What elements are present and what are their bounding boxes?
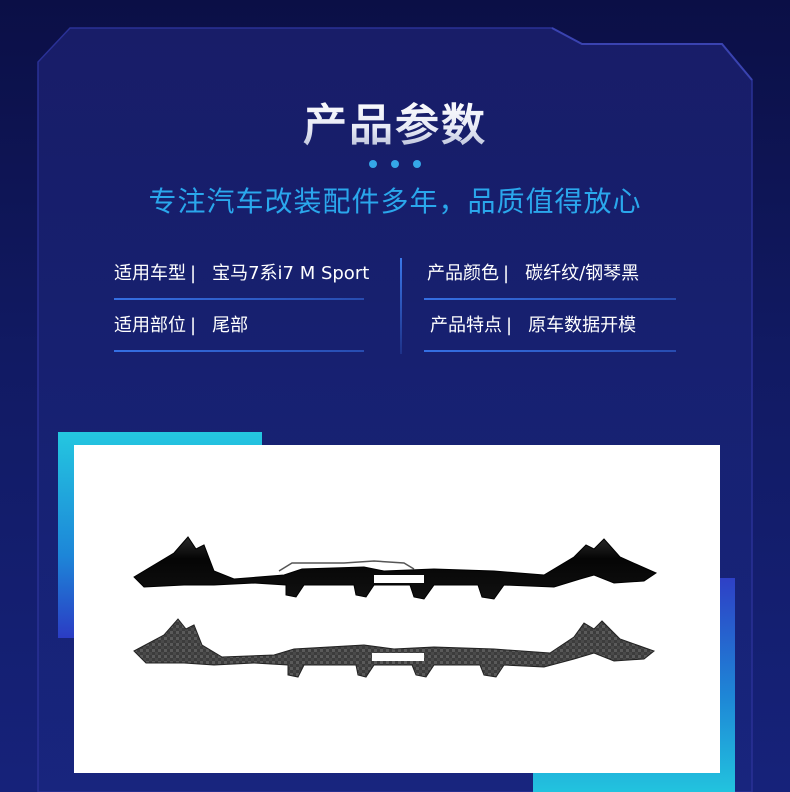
spec-label: 产品特点 (430, 315, 502, 336)
spec-value: 宝马7系i7 M Sport (212, 263, 370, 284)
carbon-fiber-diffuser (133, 618, 656, 678)
spec-separator: | (190, 263, 197, 284)
product-photo (74, 445, 720, 773)
spec-underline (424, 350, 676, 352)
dot-3 (413, 160, 421, 168)
spec-separator: | (503, 263, 510, 284)
spec-product-color: 产品颜色 | 碳纤纹/钢琴黑 (427, 261, 639, 287)
spec-value: 原车数据开模 (528, 315, 637, 336)
spec-label: 产品颜色 (427, 263, 499, 284)
page-title: 产品参数 (0, 96, 790, 156)
diffuser-slot (372, 653, 424, 661)
dot-2 (391, 160, 399, 168)
spec-label: 适用车型 (114, 263, 186, 284)
spec-value: 尾部 (212, 315, 249, 336)
spec-vehicle-model: 适用车型 | 宝马7系i7 M Sport (114, 261, 369, 287)
spec-label: 适用部位 (114, 315, 186, 336)
spec-value: 碳纤纹/钢琴黑 (525, 263, 640, 284)
product-illustration (133, 536, 658, 678)
spec-separator: | (190, 315, 197, 336)
diffuser-slot (374, 575, 424, 583)
spec-separator: | (506, 315, 513, 336)
gloss-black-diffuser (133, 536, 658, 600)
spec-column-divider (400, 258, 402, 354)
page-subtitle: 专注汽车改装配件多年，品质值得放心 (148, 185, 642, 218)
dot-1 (369, 160, 377, 168)
spec-underline (424, 298, 676, 300)
spec-product-feature: 产品特点 | 原车数据开模 (430, 313, 636, 339)
spec-fit-position: 适用部位 | 尾部 (114, 313, 248, 339)
title-dots (0, 160, 790, 168)
spec-underline (114, 298, 364, 300)
spec-underline (114, 350, 364, 352)
